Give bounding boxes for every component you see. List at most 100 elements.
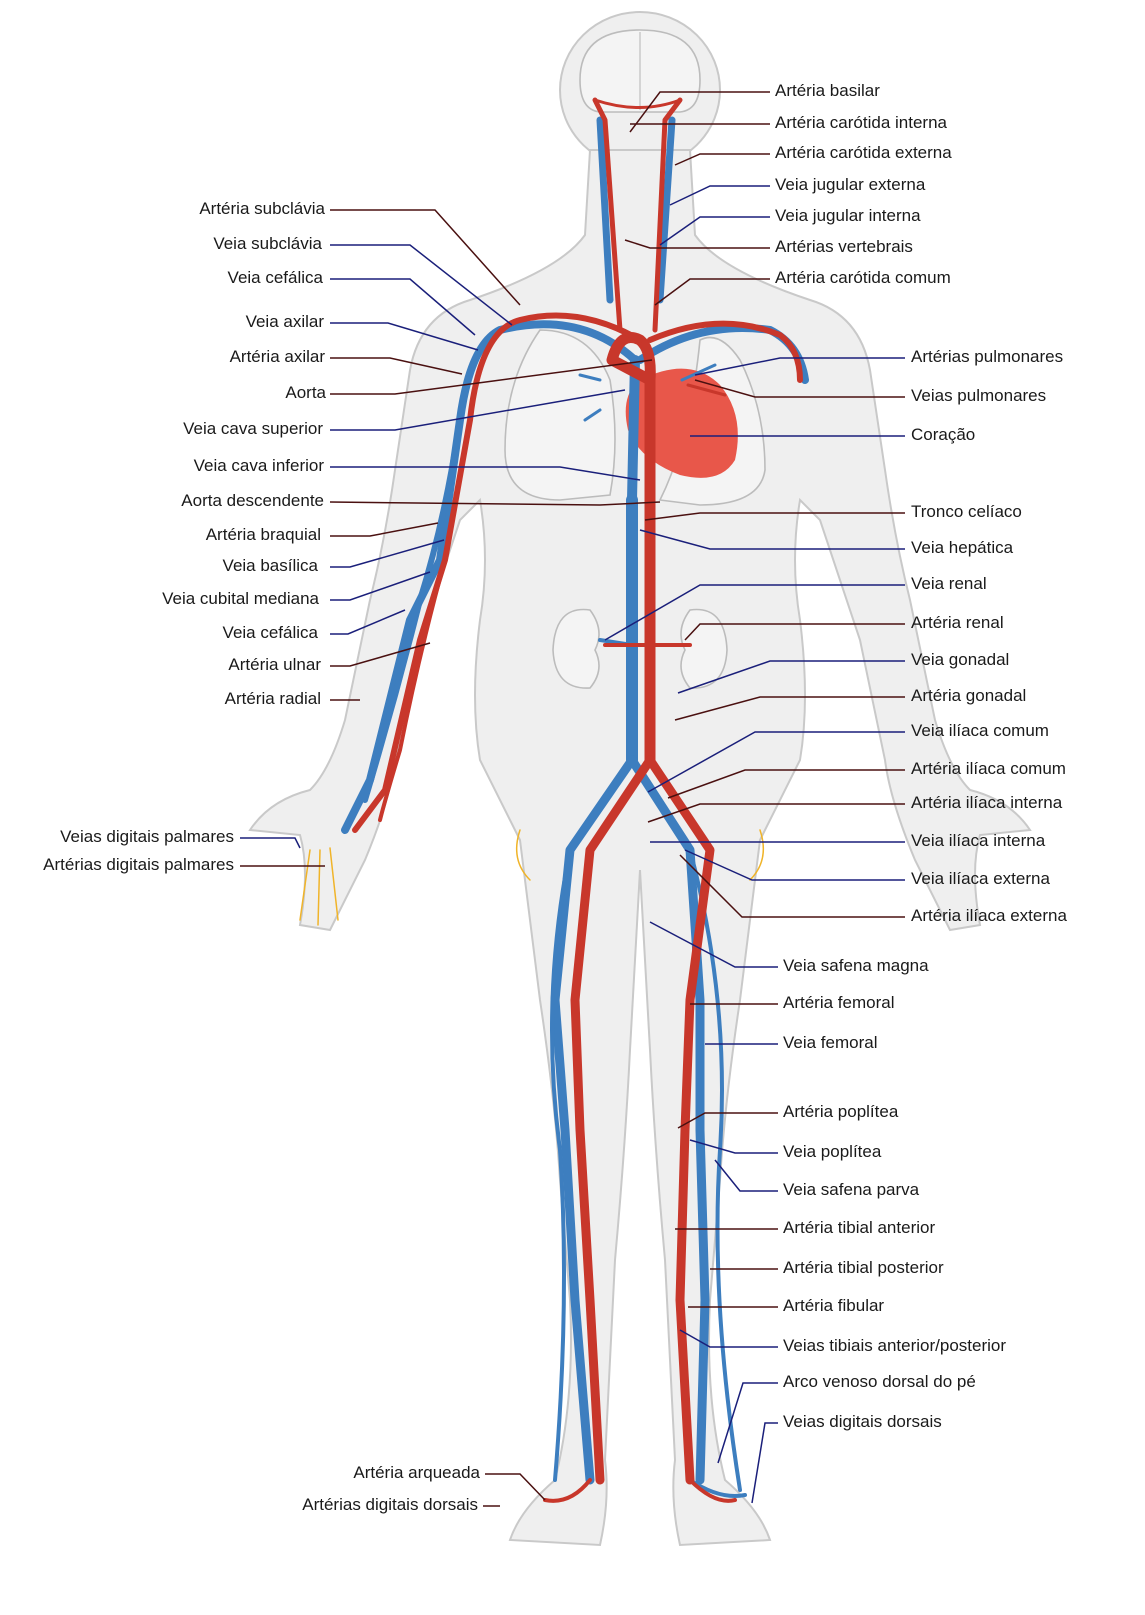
- detail-left-hip: [749, 829, 765, 881]
- right-leg-artery: [570, 755, 655, 1485]
- label-arteria-renal: Artéria renal: [911, 613, 1004, 632]
- label-arterias-digitais-palmares: Artérias digitais palmares: [43, 855, 234, 874]
- label-veias-tibiais: Veias tibiais anterior/posterior: [783, 1336, 1006, 1355]
- left-jugular: [656, 116, 676, 304]
- label-arteria-ulnar: Artéria ulnar: [228, 655, 321, 674]
- left-carotid: [652, 97, 683, 333]
- detail-right-hip: [515, 829, 531, 881]
- label-veia-jugular-externa: Veia jugular externa: [775, 175, 926, 194]
- leader-veia-safena-parva: [714, 1159, 778, 1192]
- label-veia-hepatica: Veia hepática: [911, 538, 1014, 557]
- label-arterias-vertebrais: Artérias vertebrais: [775, 237, 913, 256]
- labels-left: Artéria subclávia Veia subclávia Veia ce…: [43, 199, 480, 1514]
- basilic-vein: [362, 417, 463, 803]
- label-veia-cefalica-lower: Veia cefálica: [223, 623, 319, 642]
- leader-veia-iliaca-externa: [684, 849, 905, 881]
- label-veia-femoral: Veia femoral: [783, 1033, 878, 1052]
- right-jugular: [596, 116, 614, 304]
- leader-veia-jugular-interna: [659, 216, 770, 246]
- leader-veia-cefalica-upper: [330, 278, 476, 336]
- pulmonary-branches-left: [578, 373, 602, 422]
- leader-arteria-braquial: [330, 522, 439, 537]
- leader-veia-basilica: [330, 539, 445, 568]
- leader-arteria-poplitea: [677, 1112, 778, 1129]
- leader-arteria-axilar: [330, 357, 463, 375]
- label-veia-iliaca-externa: Veia ilíaca externa: [911, 869, 1050, 888]
- leader-arteria-carotida-externa: [674, 153, 770, 166]
- leader-aorta: [330, 359, 653, 395]
- label-veias-pulmonares: Veias pulmonares: [911, 386, 1046, 405]
- leader-arco-venoso-dorsal: [717, 1382, 778, 1464]
- leader-arteria-iliaca-externa: [679, 854, 905, 918]
- label-arteria-iliaca-externa: Artéria ilíaca externa: [911, 906, 1067, 925]
- label-arteria-carotida-comum: Artéria carótida comum: [775, 268, 951, 287]
- label-arteria-axilar: Artéria axilar: [230, 347, 326, 366]
- label-arteria-radial: Artéria radial: [225, 689, 321, 708]
- leader-arteria-subclavia: [330, 209, 521, 306]
- leader-arteria-iliaca-interna: [647, 803, 905, 823]
- leader-veia-jugular-externa: [669, 185, 770, 206]
- left-leg-vein: [627, 755, 710, 1485]
- right-arcuate: [543, 1478, 592, 1503]
- pulmonary-artery-right: [680, 363, 717, 382]
- label-arteria-braquial: Artéria braquial: [206, 525, 321, 544]
- leader-arteria-ulnar: [330, 642, 431, 667]
- leader-veia-hepatica: [639, 529, 905, 550]
- leader-veia-renal: [604, 584, 905, 641]
- label-veias-digitais-palmares: Veias digitais palmares: [60, 827, 234, 846]
- leader-veia-cefalica-lower: [330, 609, 406, 635]
- leader-arteria-basilar: [629, 91, 770, 133]
- label-aorta: Aorta: [285, 383, 326, 402]
- label-aorta-descendente: Aorta descendente: [181, 491, 324, 510]
- leader-veia-cava-superior: [330, 389, 626, 431]
- labels-right: Artéria basilar Artéria carótida interna…: [775, 81, 1067, 1431]
- label-arteria-gonadal: Artéria gonadal: [911, 686, 1026, 705]
- label-arteria-iliaca-comum: Artéria ilíaca comum: [911, 759, 1066, 778]
- left-subclavian-artery: [647, 320, 803, 383]
- circle-of-willis: [593, 98, 682, 109]
- label-veia-cefalica-upper: Veia cefálica: [228, 268, 324, 287]
- label-arteria-tibial-anterior: Artéria tibial anterior: [783, 1218, 935, 1237]
- leader-veia-poplitea: [689, 1139, 778, 1154]
- label-arteria-subclavia: Artéria subclávia: [199, 199, 325, 218]
- label-tronco-celiaco: Tronco celíaco: [911, 502, 1022, 521]
- leader-lines: [240, 91, 905, 1507]
- label-veia-basilica: Veia basílica: [223, 556, 319, 575]
- right-kidney: [680, 608, 728, 689]
- label-arteria-carotida-interna: Artéria carótida interna: [775, 113, 948, 132]
- label-veia-renal: Veia renal: [911, 574, 987, 593]
- leader-veia-cava-inferior: [330, 466, 641, 481]
- right-great-saphenous: [550, 848, 572, 1482]
- leader-arterias-vertebrais: [624, 239, 770, 249]
- leader-veias-digitais-dorsais: [751, 1422, 778, 1504]
- leader-veia-safena-magna: [649, 921, 778, 968]
- leader-arteria-arqueada: [485, 1473, 546, 1501]
- pulmonary-vein: [686, 383, 727, 397]
- label-arteria-poplitea: Artéria poplítea: [783, 1102, 899, 1121]
- leader-arteria-carotida-comum: [654, 278, 770, 306]
- detail-vessels: [299, 829, 765, 926]
- label-veia-cava-inferior: Veia cava inferior: [194, 456, 325, 475]
- label-arteria-femoral: Artéria femoral: [783, 993, 894, 1012]
- label-arteria-fibular: Artéria fibular: [783, 1296, 884, 1315]
- right-arm-artery: [352, 312, 643, 833]
- label-veia-axilar: Veia axilar: [246, 312, 325, 331]
- label-arco-venoso-dorsal: Arco venoso dorsal do pé: [783, 1372, 976, 1391]
- leader-veias-tibiais: [679, 1329, 778, 1348]
- leader-veias-digitais-palmares: [240, 837, 301, 849]
- label-veia-iliaca-interna: Veia ilíaca interna: [911, 831, 1046, 850]
- leader-arteria-renal: [684, 623, 905, 641]
- arteries: [352, 97, 803, 1503]
- leader-aorta-descendente: [329, 501, 661, 506]
- left-kidney: [552, 608, 600, 689]
- label-veia-cava-superior: Veia cava superior: [183, 419, 323, 438]
- label-arteria-basilar: Artéria basilar: [775, 81, 880, 100]
- left-arcuate: [688, 1478, 737, 1503]
- label-veia-cubital-mediana: Veia cubital mediana: [162, 589, 319, 608]
- leader-veias-pulmonares: [694, 379, 905, 398]
- label-veia-iliaca-comum: Veia ilíaca comum: [911, 721, 1049, 740]
- ulnar-artery: [378, 558, 447, 822]
- label-veias-digitais-dorsais: Veias digitais dorsais: [783, 1412, 942, 1431]
